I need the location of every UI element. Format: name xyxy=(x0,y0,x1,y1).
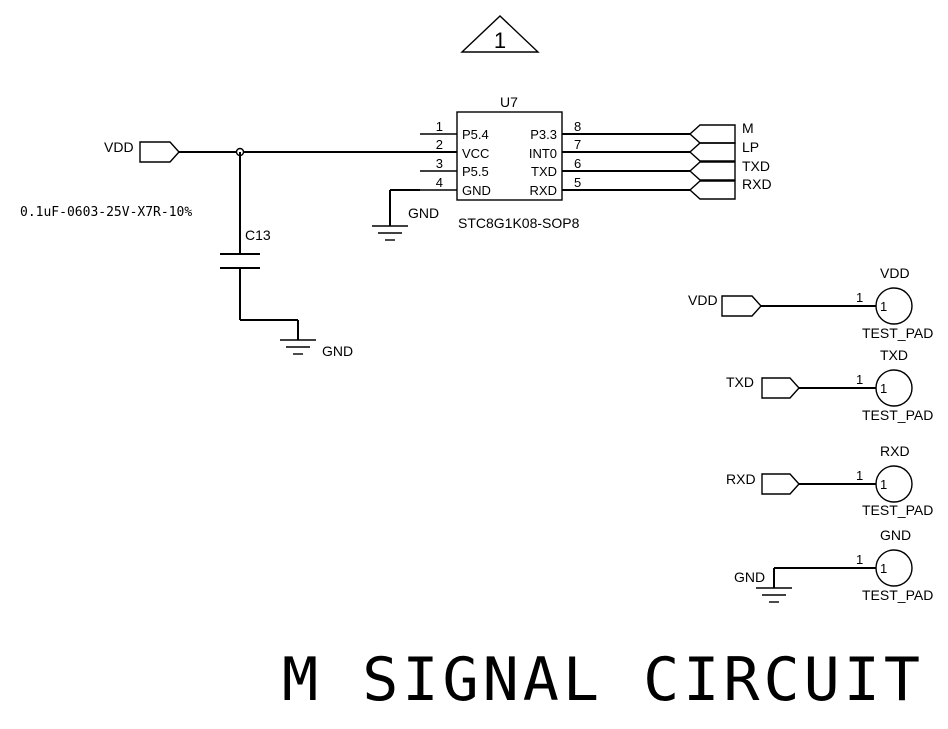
test-pad-vdd: VDD 1 1 VDD TEST_PAD xyxy=(688,265,933,341)
ic-pin-number: 1 xyxy=(436,119,443,134)
test-pad-net: TXD xyxy=(726,374,754,390)
test-pad-net: GND xyxy=(734,569,765,585)
capacitor-gnd-symbol: GND xyxy=(280,339,353,359)
test-pad-top-label: TXD xyxy=(880,347,908,363)
test-pad-body-number: 1 xyxy=(880,477,887,492)
test-pad-body-number: 1 xyxy=(880,561,887,576)
net-port-label: M xyxy=(742,120,754,136)
test-pad-label: TEST_PAD xyxy=(862,325,933,341)
ic-pin-name: P5.5 xyxy=(462,164,489,179)
test-pad-pin-number: 1 xyxy=(856,372,863,387)
test-pad-gnd: GND 1 1 GND TEST_PAD xyxy=(734,527,933,603)
test-pad-body-number: 1 xyxy=(880,381,887,396)
capacitor-gnd-label: GND xyxy=(322,343,353,359)
ic-pin-number: 8 xyxy=(574,119,581,134)
ic-part: STC8G1K08-SOP8 xyxy=(458,215,580,231)
test-pad-top-label: VDD xyxy=(880,265,910,281)
ic-right-pins: P3.3 INT0 TXD RXD 8 7 6 5 xyxy=(529,119,690,198)
capacitor-value: 0.1uF-0603-25V-X7R-10% xyxy=(20,205,192,220)
ic-pin-name: TXD xyxy=(531,164,557,179)
ic-gnd-label: GND xyxy=(408,205,439,221)
test-pad-circle xyxy=(875,287,913,325)
test-pad-pin-number: 1 xyxy=(856,290,863,305)
test-pad-net: VDD xyxy=(688,292,718,308)
ic-pin-number: 7 xyxy=(574,137,581,152)
ic-pin-number: 6 xyxy=(574,156,581,171)
ic-pin-name: VCC xyxy=(462,146,489,161)
test-pad-circle xyxy=(875,549,913,587)
test-pad-top-label: GND xyxy=(880,527,911,543)
test-pad-label: TEST_PAD xyxy=(862,587,933,603)
ic-pin-name: GND xyxy=(462,183,491,198)
test-pad-rxd: RXD 1 1 RXD TEST_PAD xyxy=(726,443,933,518)
right-net-ports: M LP TXD RXD xyxy=(688,120,772,200)
test-pad-circle xyxy=(875,369,913,407)
test-pad-circle xyxy=(875,465,913,503)
net-port-label: TXD xyxy=(742,158,770,174)
test-pad-label: TEST_PAD xyxy=(862,407,933,423)
test-pad-top-label: RXD xyxy=(880,443,910,459)
ic-pin-number: 4 xyxy=(436,175,443,190)
ic-ref: U7 xyxy=(500,94,518,110)
ic-pin-number: 2 xyxy=(436,137,443,152)
ic-gnd-symbol: GND xyxy=(372,189,439,241)
ic-pin-name: INT0 xyxy=(529,146,557,161)
net-port-label: LP xyxy=(742,139,759,155)
test-pad-label: TEST_PAD xyxy=(862,502,933,518)
ic-pin-name: P5.4 xyxy=(462,127,489,142)
circuit-title: M SIGNAL CIRCUIT xyxy=(282,645,924,715)
test-pad-net: RXD xyxy=(726,471,756,487)
capacitor-c13: C13 0.1uF-0603-25V-X7R-10% xyxy=(20,152,299,340)
ic-u7: U7 STC8G1K08-SOP8 xyxy=(456,94,580,231)
revision-marker: 1 xyxy=(460,15,540,53)
ic-left-pins: 1 2 3 4 P5.4 VCC P5.5 GND xyxy=(420,119,491,198)
ic-pin-number: 3 xyxy=(436,156,443,171)
revision-number: 1 xyxy=(494,28,506,53)
ic-pin-name: P3.3 xyxy=(530,127,557,142)
vdd-port: VDD xyxy=(104,139,180,163)
vdd-port-label: VDD xyxy=(104,139,134,155)
test-pad-pin-number: 1 xyxy=(856,552,863,567)
ic-pin-number: 5 xyxy=(574,175,581,190)
ic-pin-name: RXD xyxy=(530,183,557,198)
net-port-label: RXD xyxy=(742,176,772,192)
capacitor-ref: C13 xyxy=(245,227,271,243)
test-pad-txd: TXD 1 1 TXD TEST_PAD xyxy=(726,347,933,423)
test-pad-pin-number: 1 xyxy=(856,468,863,483)
test-pad-body-number: 1 xyxy=(880,299,887,314)
